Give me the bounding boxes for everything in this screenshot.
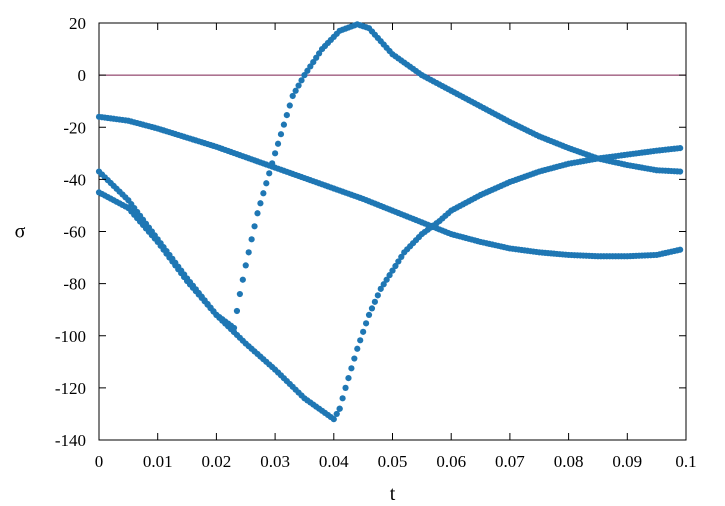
data-point <box>360 328 367 335</box>
data-point <box>283 111 290 119</box>
data-point <box>374 292 381 299</box>
data-point <box>239 276 246 283</box>
data-point <box>345 375 352 382</box>
data-point <box>304 67 311 74</box>
data-point <box>386 272 393 279</box>
data-point <box>301 72 308 79</box>
y-tick-label: -100 <box>55 327 86 346</box>
x-tick-label: 0.06 <box>436 452 466 471</box>
x-axis-ticks: 0 0.01 0.02 0.03 0.04 0.05 0.06 0.07 0.08 0.09 0.1 <box>95 23 697 471</box>
data-point <box>380 281 387 288</box>
y-tick-label: -120 <box>55 379 86 398</box>
y-tick-label: -20 <box>63 118 86 137</box>
y-axis-label: σ <box>15 221 26 243</box>
data-point <box>251 223 258 230</box>
data-point <box>310 58 317 66</box>
data-point <box>354 345 361 352</box>
y-tick-label: -80 <box>63 275 86 294</box>
y-tick-label: -140 <box>55 431 86 450</box>
data-point <box>348 365 355 372</box>
x-tick-label: 0.01 <box>143 452 173 471</box>
data-point <box>377 285 384 292</box>
y-tick-label: 0 <box>78 66 87 85</box>
x-tick-label: 0.1 <box>675 452 696 471</box>
data-point <box>236 290 243 298</box>
data-point <box>269 160 276 167</box>
data-point <box>260 190 267 197</box>
data-point <box>266 170 273 177</box>
x-tick-label: 0.09 <box>612 452 642 471</box>
data-point <box>307 63 314 70</box>
data-point <box>362 320 370 327</box>
data-point <box>330 416 337 423</box>
data-point <box>313 54 320 61</box>
data-point <box>365 311 373 318</box>
data-point <box>286 102 293 109</box>
data-point <box>392 262 399 270</box>
data-point <box>242 262 249 269</box>
data-point <box>257 200 264 207</box>
data-point <box>389 267 396 274</box>
x-tick-label: 0.03 <box>260 452 290 471</box>
data-point <box>230 324 238 332</box>
data-point <box>292 87 299 94</box>
data-point <box>677 246 684 253</box>
data-point <box>272 150 279 157</box>
x-axis-label: t <box>390 483 396 505</box>
data-point <box>383 276 390 283</box>
data-point <box>245 249 252 256</box>
data-point <box>295 82 302 89</box>
x-tick-label: 0.02 <box>202 452 232 471</box>
data-point <box>351 355 358 362</box>
data-point <box>395 258 402 265</box>
data-point <box>342 384 349 391</box>
data-point <box>280 121 288 128</box>
data-point <box>336 405 343 412</box>
data-point <box>398 253 405 261</box>
data-point <box>357 337 364 344</box>
plot-area <box>98 22 687 441</box>
data-point <box>677 168 684 175</box>
data-point <box>339 395 346 402</box>
data-point <box>333 410 340 418</box>
data-point <box>254 210 261 217</box>
y-tick-label: -40 <box>63 170 86 189</box>
data-point <box>316 50 323 57</box>
y-tick-label: -60 <box>63 223 86 242</box>
data-point <box>248 236 255 243</box>
x-tick-label: 0.05 <box>378 452 408 471</box>
data-point <box>274 140 282 147</box>
y-tick-label: 20 <box>69 14 86 33</box>
data-point <box>371 298 378 305</box>
x-tick-label: 0.07 <box>495 452 525 471</box>
data-point <box>298 77 305 84</box>
data-point <box>368 305 376 312</box>
plot-frame <box>98 22 687 441</box>
x-tick-label: 0 <box>95 452 104 471</box>
data-point <box>677 145 684 152</box>
x-tick-label: 0.08 <box>554 452 584 471</box>
y-axis-ticks: 20 0 -20 -40 -60 -80 -100 -120 -140 <box>55 14 686 450</box>
data-point <box>289 92 296 100</box>
data-point <box>233 307 241 315</box>
data-point <box>263 180 270 187</box>
data-point <box>277 131 285 138</box>
data-points <box>95 21 684 423</box>
x-tick-label: 0.04 <box>319 452 349 471</box>
